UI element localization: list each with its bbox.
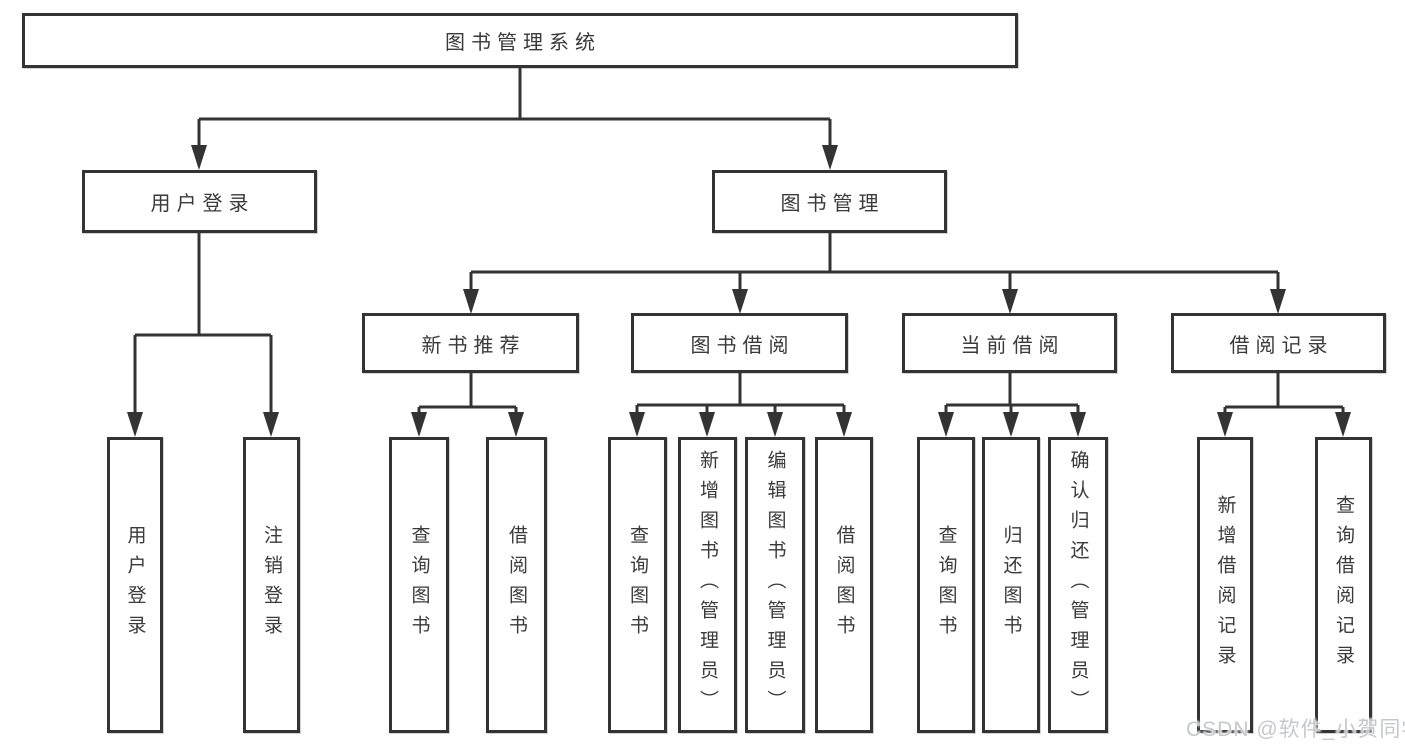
leaf-return-books: 归还图书 [982, 437, 1040, 733]
node-book-management-label: 图书管理 [780, 193, 885, 215]
leaf-borrow-books-recommend-label: 借阅图书 [506, 525, 527, 645]
leaf-query-books-current-label: 查询图书 [935, 525, 957, 645]
leaf-add-books-admin: 新增图书（管理员） [678, 437, 737, 733]
connector-user-login-to-leaves [127, 233, 279, 437]
connector-current-borrow-to-leaves [938, 373, 1086, 437]
node-book-borrowing: 图书借阅 [631, 313, 848, 373]
node-new-book-recommend: 新书推荐 [362, 313, 579, 373]
node-borrowing-records-label: 借阅记录 [1229, 334, 1334, 357]
node-user-login: 用户登录 [82, 170, 317, 233]
node-root-label: 图书管理系统 [445, 32, 601, 54]
leaf-add-books-admin-label: 新增图书（管理员） [697, 450, 718, 720]
leaf-borrow-books-recommend: 借阅图书 [486, 437, 547, 733]
node-book-management: 图书管理 [712, 170, 947, 233]
leaf-add-borrow-record-label: 新增借阅记录 [1214, 495, 1236, 675]
node-new-book-recommend-label: 新书推荐 [421, 334, 526, 357]
leaf-borrow-books-borrowing: 借阅图书 [815, 437, 873, 733]
node-current-borrowing-label: 当前借阅 [960, 334, 1065, 357]
leaf-add-borrow-record: 新增借阅记录 [1197, 437, 1253, 733]
connector-new-book-to-leaves [411, 373, 524, 437]
leaf-user-login-label: 用户登录 [124, 525, 146, 645]
leaf-edit-books-admin-label: 编辑图书（管理员） [764, 450, 786, 720]
connector-book-mgmt-to-level3 [463, 233, 1286, 314]
leaf-edit-books-admin: 编辑图书（管理员） [745, 437, 805, 733]
leaf-query-books-recommend: 查询图书 [389, 437, 449, 733]
leaf-query-books-borrowing-label: 查询图书 [627, 525, 648, 645]
node-borrowing-records: 借阅记录 [1171, 313, 1386, 373]
node-root-system: 图书管理系统 [22, 13, 1018, 68]
node-book-borrowing-label: 图书借阅 [690, 334, 795, 357]
leaf-logout: 注销登录 [243, 437, 300, 733]
connector-borrow-record-to-leaves [1217, 373, 1351, 437]
node-current-borrowing: 当前借阅 [902, 313, 1117, 373]
leaf-query-books-recommend-label: 查询图书 [408, 525, 430, 645]
leaf-query-borrow-record-label: 查询借阅记录 [1333, 495, 1354, 675]
leaf-confirm-return-admin: 确认归还（管理员） [1048, 437, 1108, 733]
leaf-logout-label: 注销登录 [261, 525, 282, 645]
leaf-borrow-books-borrowing-label: 借阅图书 [833, 525, 855, 645]
leaf-user-login: 用户登录 [107, 437, 163, 733]
leaf-confirm-return-admin-label: 确认归还（管理员） [1067, 450, 1089, 720]
leaf-query-books-current: 查询图书 [917, 437, 975, 733]
connector-root-to-level2 [191, 68, 838, 170]
leaf-return-books-label: 归还图书 [1000, 525, 1022, 645]
leaf-query-borrow-record: 查询借阅记录 [1315, 437, 1372, 733]
node-user-login-label: 用户登录 [150, 193, 255, 215]
csdn-watermark: CSDN @软件_小贺同学 [1186, 718, 1405, 741]
connector-book-borrow-to-leaves [629, 373, 852, 437]
leaf-query-books-borrowing: 查询图书 [608, 437, 667, 733]
